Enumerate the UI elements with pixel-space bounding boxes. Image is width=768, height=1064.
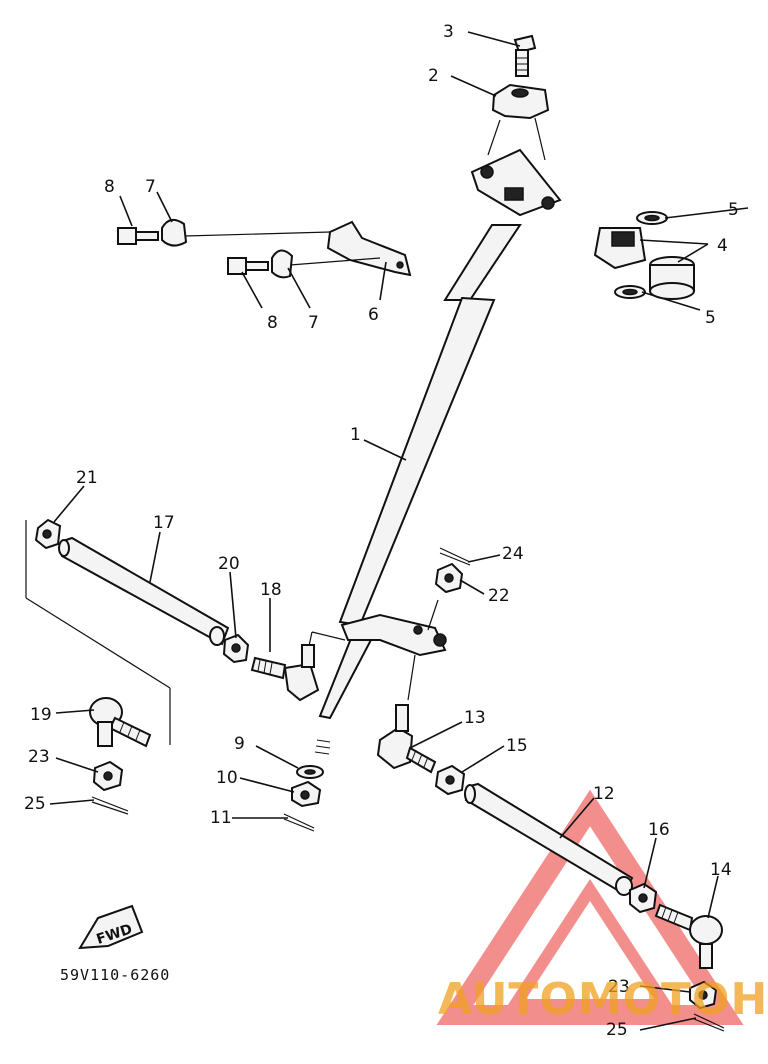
washer-nut-pin-center (283, 765, 324, 832)
tie-rod-end-18 (250, 644, 320, 702)
diagram-code: 59V110-6260 (60, 966, 170, 984)
callout-21: 21 (76, 468, 98, 488)
callout-16: 16 (648, 820, 670, 840)
callout-23: 23 (28, 747, 50, 767)
callout-15: 15 (506, 736, 528, 756)
nut-pin-22-24 (407, 547, 471, 701)
callout-3: 3 (443, 22, 454, 42)
callout-11: 11 (210, 808, 232, 828)
callout-numbers: 3 2 8 7 5 4 8 7 6 5 1 21 17 24 20 18 22 … (24, 22, 739, 1040)
callout-25: 25 (606, 1020, 628, 1040)
watermark-text-part2: HUB (730, 974, 768, 1025)
fwd-arrow: FWD (78, 904, 144, 950)
callout-13: 13 (464, 708, 486, 728)
callout-5: 5 (728, 200, 739, 220)
callout-4: 4 (717, 236, 728, 256)
watermark-text: AUTOMOTOHUB (438, 974, 768, 1025)
tie-rod-end-19 (89, 697, 152, 748)
callout-7: 7 (308, 313, 319, 333)
tie-rod-end-13 (376, 704, 437, 774)
callout-17: 17 (153, 513, 175, 533)
tie-rod-end-14 (654, 903, 725, 1032)
callout-8: 8 (267, 313, 278, 333)
callout-1: 1 (350, 425, 361, 445)
callout-8: 8 (104, 177, 115, 197)
callout-18: 18 (260, 580, 282, 600)
callout-7: 7 (145, 177, 156, 197)
callout-19: 19 (30, 705, 52, 725)
callout-14: 14 (710, 860, 732, 880)
callout-12: 12 (593, 784, 615, 804)
clamp-bolt-set (117, 218, 294, 279)
callout-24: 24 (502, 544, 524, 564)
callout-9: 9 (234, 734, 245, 754)
callout-20: 20 (218, 554, 240, 574)
watermark-text-part1: AUTOMOTO (438, 974, 730, 1025)
leader-lines (49, 31, 749, 1031)
bolt-3 (513, 34, 537, 77)
callout-2: 2 (428, 66, 439, 86)
callout-22: 22 (488, 586, 510, 606)
tie-rod-right (434, 764, 658, 914)
nut-pin-left (91, 760, 129, 815)
callout-6: 6 (368, 305, 379, 325)
cable-guide-6 (184, 220, 412, 277)
steering-column (305, 148, 562, 755)
callout-10: 10 (216, 768, 238, 788)
callout-25: 25 (24, 794, 46, 814)
bushing-set (593, 211, 695, 300)
callout-23: 23 (608, 977, 630, 997)
tie-rod-left (25, 518, 250, 745)
handlebar-holder (487, 83, 550, 161)
callout-5: 5 (705, 308, 716, 328)
